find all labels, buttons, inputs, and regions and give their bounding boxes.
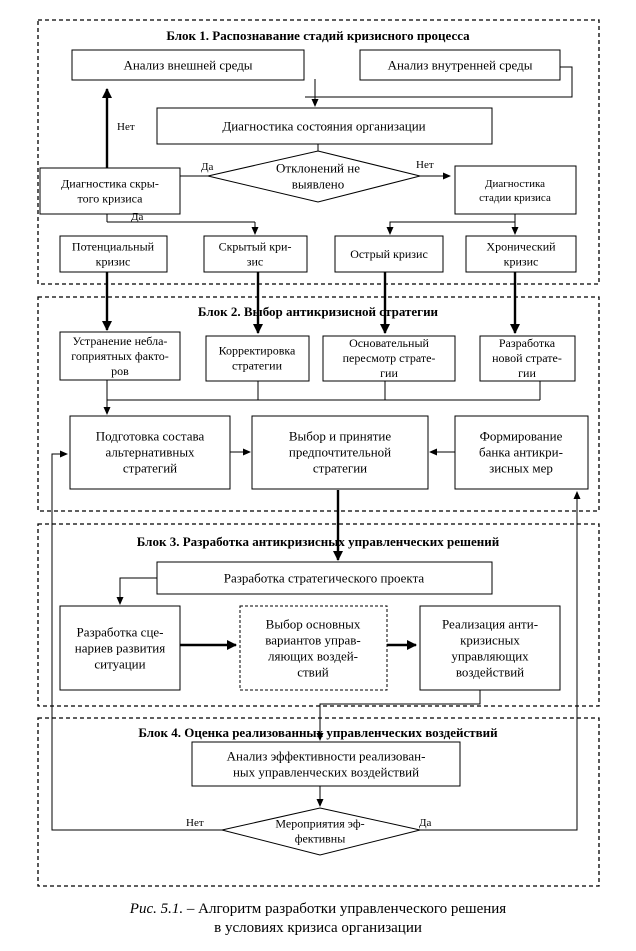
block-2-frame <box>37 296 600 512</box>
box-label-no-dev-line: Отклонений не <box>276 161 360 176</box>
chronic-crisis-box <box>465 235 577 273</box>
box-label-effect-line: ных управленческих воздействий <box>233 765 419 780</box>
box-label-hidden-line: зис <box>247 255 264 269</box>
figure-caption: Рис. 5.1. – Алгоритм разработки управлен… <box>0 900 636 938</box>
strategy-correction-box <box>205 335 310 382</box>
box-label-potential-line: Потенциальный <box>72 240 155 254</box>
crisis-stage-diagnostics-box <box>454 165 577 215</box>
box-label-newstrat-line: Разработка <box>499 336 556 350</box>
box-label-internal-line: Анализ внутренней среды <box>388 58 533 73</box>
box-label-elim-line: Устранение небла- <box>73 334 168 348</box>
org-diagnostics-box <box>156 107 493 145</box>
yes-label-1: Да <box>201 161 214 173</box>
block-1-frame <box>37 19 600 285</box>
box-label-hidden-line: Скрытый кри- <box>219 240 292 254</box>
box-label-impl-line: Реализация анти- <box>442 617 538 632</box>
box-label-diag-org-line: Диагностика состояния организации <box>222 119 425 134</box>
block-4-title: Блок 4. Оценка реализованных управленчес… <box>138 725 498 740</box>
internal-analysis-box <box>359 49 561 81</box>
box-label-prep-line: альтернативных <box>105 445 195 460</box>
external-analysis-box <box>71 49 305 81</box>
potential-crisis-box <box>59 235 168 273</box>
connectors <box>51 66 581 831</box>
no-label-3: Нет <box>186 817 204 829</box>
box-label-variants-line: Выбор основных <box>266 617 361 632</box>
box-label-prep-line: Подготовка состава <box>96 429 205 444</box>
strategy-choice-box <box>251 415 429 490</box>
caption-line-2: в условиях кризиса организации <box>214 920 422 936</box>
block-4-frame <box>37 717 600 887</box>
no-label-2: Нет <box>416 159 434 171</box>
implementation-box <box>419 605 561 691</box>
box-label-bank-line: зисных мер <box>489 461 553 476</box>
block-3-frame <box>37 523 600 707</box>
box-label-bank-line: банка антикри- <box>479 445 563 460</box>
algorithm-diagram: Блок 1. Распознавание стадий кризисного … <box>37 19 600 887</box>
hidden-crisis-box <box>203 235 308 273</box>
yes-label-3: Да <box>419 817 432 829</box>
box-label-variants-line: ствий <box>297 665 329 680</box>
block-3-title: Блок 3. Разработка антикризисных управле… <box>137 534 500 549</box>
eliminate-factors-box <box>59 331 181 381</box>
box-label-hidden-diag-line: того кризиса <box>78 192 144 206</box>
box-label-newstrat-line: новой страте- <box>492 351 562 365</box>
hidden-crisis-diagnostics-box <box>39 167 181 215</box>
box-label-correct-line: стратегии <box>232 359 283 373</box>
box-label-impl-line: кризисных <box>460 633 520 648</box>
box-label-revision-line: Основательный <box>349 336 429 350</box>
figure-number: Рис. 5.1. <box>129 901 184 917</box>
box-label-potential-line: кризис <box>96 255 131 269</box>
caption-line-1: – Алгоритм разработки управленческого ре… <box>183 901 507 917</box>
no-deviations-decision <box>207 150 421 203</box>
block-2-title: Блок 2. Выбор антикризисной стратегии <box>198 304 439 319</box>
box-label-choice-line: стратегии <box>313 461 367 476</box>
box-label-choice-line: предпочтительной <box>289 445 391 460</box>
box-texts: Анализ внешней среды Анализ внутренней ср… <box>61 58 563 846</box>
box-label-hidden-diag-line: Диагностика скры- <box>61 177 159 191</box>
box-label-variants-line: вариантов управ- <box>265 633 361 648</box>
box-label-acute-line: Острый кризис <box>350 247 428 261</box>
box-label-no-dev-line: выявлено <box>292 177 345 192</box>
box-label-elim-line: гоприятных факто- <box>71 349 169 363</box>
box-label-measures-line: фективны <box>295 832 346 846</box>
box-label-impl-line: управляющих <box>451 649 529 664</box>
no-label-1: Нет <box>117 121 135 133</box>
box-label-scen-line: ситуации <box>94 657 145 672</box>
box-label-stage-diag-line: стадии кризиса <box>479 192 551 204</box>
effectiveness-analysis-box <box>191 741 461 787</box>
box-label-project-line: Разработка стратегического проекта <box>224 571 425 586</box>
box-label-newstrat-line: гии <box>518 366 536 380</box>
acute-crisis-box <box>334 235 444 273</box>
box-label-revision-line: гии <box>380 366 398 380</box>
box-label-variants-line: ляющих воздей- <box>268 649 358 664</box>
yes-label-2: Да <box>131 211 144 223</box>
box-label-effect-line: Анализ эффективности реализован- <box>227 749 426 764</box>
box-label-external-line: Анализ внешней среды <box>123 58 252 73</box>
strategy-revision-box <box>322 335 456 382</box>
measures-bank-box <box>454 415 589 490</box>
new-strategy-box <box>479 335 576 382</box>
box-label-scen-line: Разработка сце- <box>77 625 164 640</box>
box-label-revision-line: пересмотр страте- <box>343 351 436 365</box>
box-label-bank-line: Формирование <box>480 429 563 444</box>
variants-box <box>239 605 388 691</box>
box-label-correct-line: Корректировка <box>219 344 296 358</box>
block-1-title: Блок 1. Распознавание стадий кризисного … <box>166 28 470 43</box>
box-label-chronic-line: кризис <box>504 255 539 269</box>
box-label-measures-line: Мероприятия эф- <box>275 817 364 831</box>
box-label-choice-line: Выбор и принятие <box>289 429 391 444</box>
strategic-project-box <box>156 561 493 595</box>
box-label-chronic-line: Хронический <box>486 240 556 254</box>
box-label-elim-line: ров <box>111 364 129 378</box>
box-label-scen-line: нариев развития <box>75 641 165 656</box>
box-label-impl-line: воздействий <box>456 665 524 680</box>
measures-effective-decision <box>221 807 421 856</box>
alternatives-prep-box <box>69 415 231 490</box>
box-label-prep-line: стратегий <box>123 461 177 476</box>
scenarios-box <box>59 605 181 691</box>
box-label-stage-diag-line: Диагностика <box>485 178 545 190</box>
